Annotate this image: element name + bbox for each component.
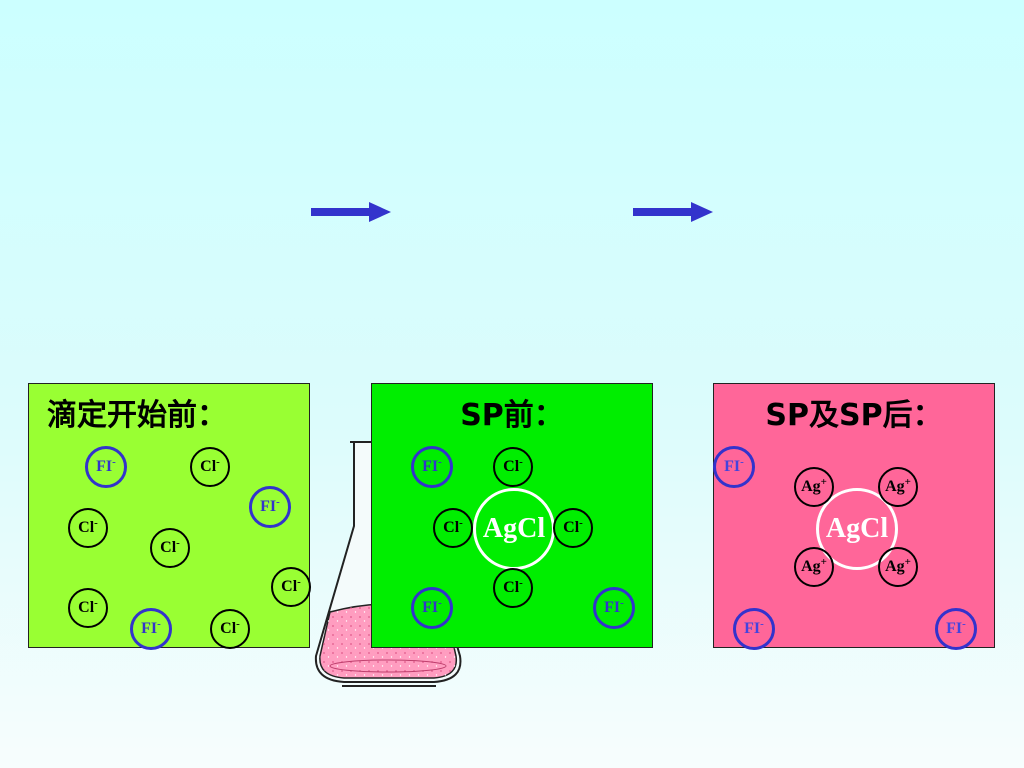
panel-before-titration: 滴定开始前： FI- Cl- FI- Cl- Cl- Cl- Cl- FI- C… xyxy=(28,383,311,650)
panel-title: 滴定开始前： xyxy=(47,398,227,433)
panel-title: SP及SP后： xyxy=(765,398,943,433)
fluorescein-ion: FI- xyxy=(130,608,172,650)
agcl-precipitate: AgCl xyxy=(816,488,898,570)
panel-before-sp: SP前： AgCl FI- Cl- Cl- Cl- Cl- FI- FI- xyxy=(371,383,653,648)
fluorescein-ion: FI- xyxy=(593,587,635,629)
silver-ion: Ag+ xyxy=(794,547,834,587)
chloride-ion: Cl- xyxy=(553,508,593,548)
fluorescein-ion: FI- xyxy=(411,446,453,488)
fluorescein-ion: FI- xyxy=(411,587,453,629)
fluorescein-ion: FI- xyxy=(249,486,291,528)
chloride-ion: Cl- xyxy=(271,567,311,607)
chloride-ion: Cl- xyxy=(493,447,533,487)
fluorescein-ion: FI- xyxy=(935,608,977,650)
fluorescein-ion: FI- xyxy=(733,608,775,650)
silver-ion: Ag+ xyxy=(794,467,834,507)
fluorescein-ion: FI- xyxy=(85,446,127,488)
chloride-ion: Cl- xyxy=(210,609,250,649)
panel-title: SP前： xyxy=(460,398,564,433)
fluorescein-ion: FI- xyxy=(713,446,755,488)
chloride-ion: Cl- xyxy=(190,447,230,487)
chloride-ion: Cl- xyxy=(493,568,533,608)
panel-at-after-sp: SP及SP后： AgCl FI- Ag+ Ag+ Ag+ Ag+ FI- FI- xyxy=(713,383,995,650)
silver-ion: Ag+ xyxy=(878,547,918,587)
chloride-ion: Cl- xyxy=(68,508,108,548)
chloride-ion: Cl- xyxy=(150,528,190,568)
right-arrow-icon xyxy=(311,202,391,222)
chloride-ion: Cl- xyxy=(68,588,108,628)
chloride-ion: Cl- xyxy=(433,508,473,548)
silver-ion: Ag+ xyxy=(878,467,918,507)
right-arrow-icon xyxy=(633,202,713,222)
agcl-precipitate: AgCl xyxy=(473,488,555,570)
